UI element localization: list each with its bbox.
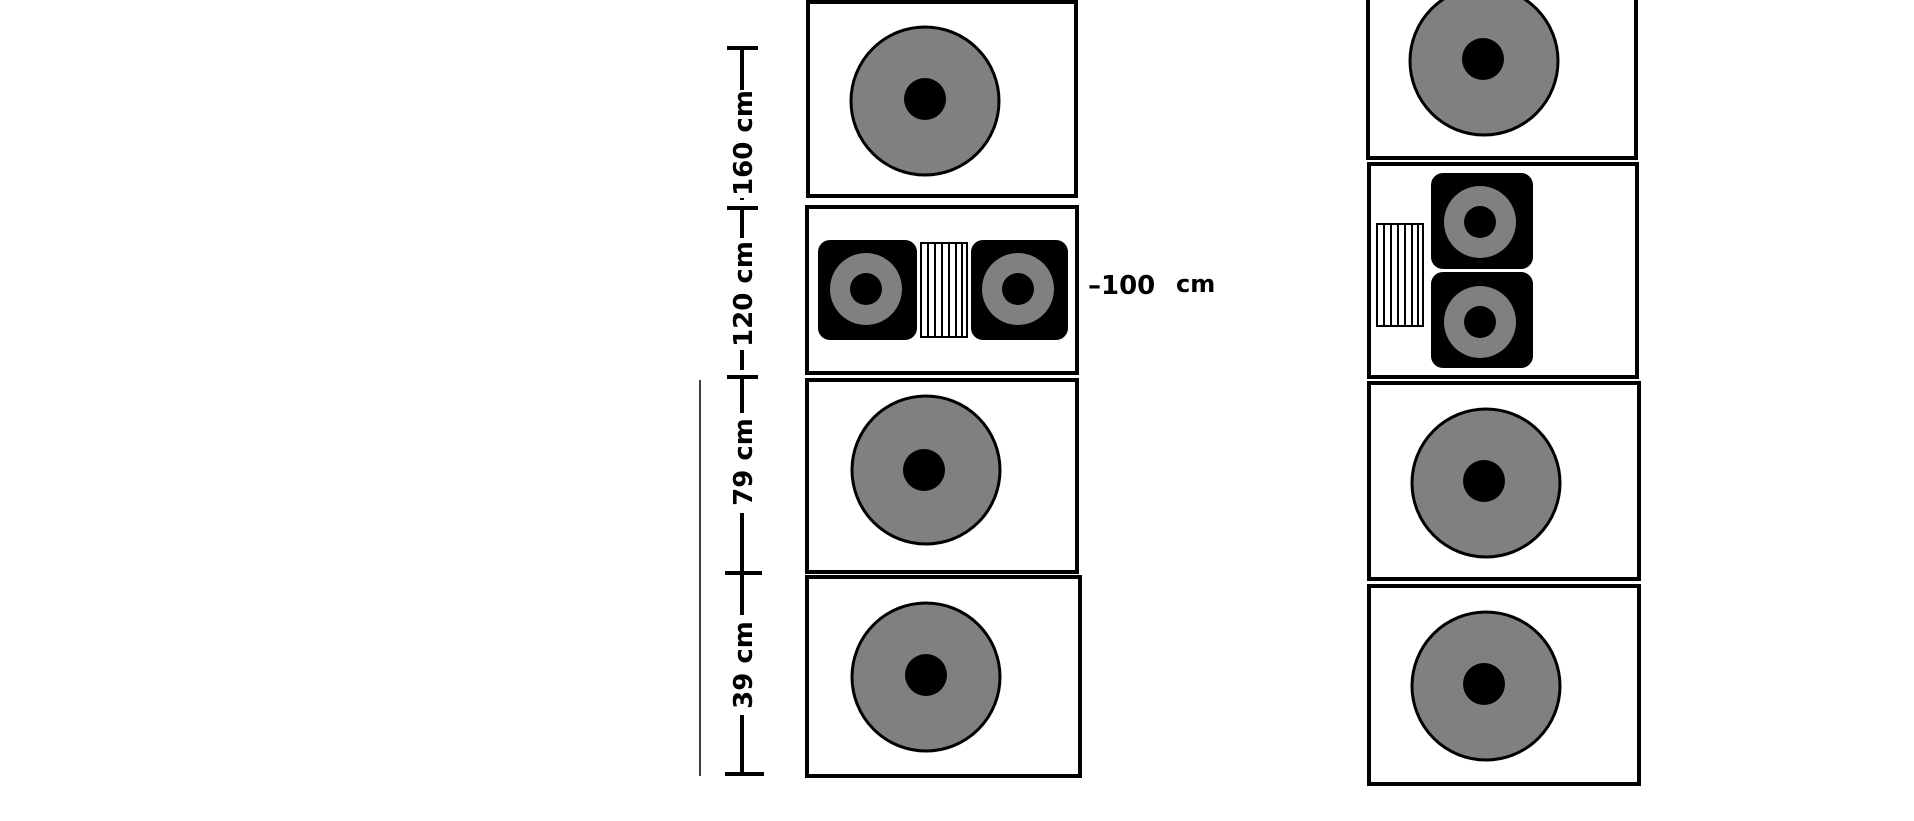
vent-grille-icon bbox=[920, 242, 968, 338]
speaker-cabinet bbox=[805, 378, 1079, 574]
speaker-driver-icon bbox=[850, 394, 1002, 546]
dimension-160-label: 160 cm bbox=[729, 90, 759, 196]
compact-speaker-icon bbox=[1431, 272, 1533, 368]
dimension-100-unit: cm bbox=[1176, 270, 1215, 298]
speaker-cabinet bbox=[1366, 0, 1638, 160]
vent-grille-icon bbox=[1376, 223, 1424, 327]
speaker-driver-icon bbox=[850, 601, 1002, 753]
dimension-120-label: 120 cm bbox=[729, 241, 759, 347]
dimension-100-value: –100 bbox=[1088, 271, 1155, 301]
label-mask bbox=[723, 238, 761, 350]
dimension-39-label: 39 cm bbox=[729, 621, 759, 709]
speaker-driver-icon bbox=[1408, 0, 1560, 137]
speaker-cabinet bbox=[1367, 381, 1641, 581]
label-mask bbox=[723, 413, 761, 513]
speaker-cabinet bbox=[1367, 584, 1641, 786]
right-speaker-stack bbox=[1366, 0, 1641, 786]
dimension-79-label: 79 cm bbox=[729, 418, 759, 506]
compact-speaker-icon bbox=[818, 240, 917, 340]
speaker-driver-icon bbox=[1410, 610, 1562, 762]
label-mask bbox=[723, 615, 761, 715]
speaker-driver-icon bbox=[1410, 407, 1562, 559]
compact-speaker-icon bbox=[971, 240, 1068, 340]
compact-speaker-cabinet bbox=[805, 205, 1079, 375]
speaker-cabinet bbox=[805, 575, 1082, 778]
left-speaker-stack bbox=[805, 0, 1082, 778]
speaker-cabinet bbox=[806, 0, 1078, 198]
compact-speaker-cabinet bbox=[1367, 162, 1639, 379]
compact-speaker-icon bbox=[1431, 173, 1533, 269]
label-mask bbox=[723, 90, 761, 198]
speaker-driver-icon bbox=[849, 25, 1001, 177]
